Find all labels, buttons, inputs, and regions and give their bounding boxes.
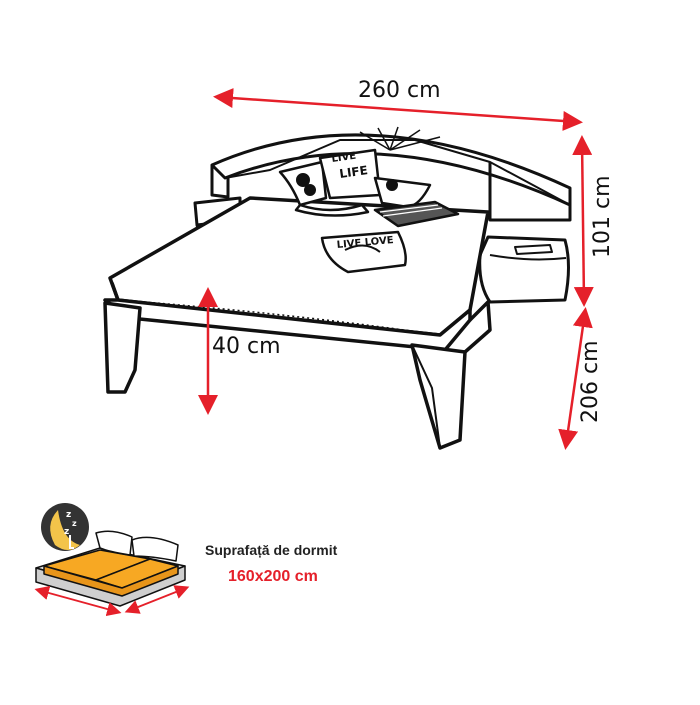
sleeping-surface-caption: Suprafață de dormit xyxy=(205,542,338,558)
svg-text:z: z xyxy=(66,510,71,520)
pillow-text-live-love: LIVE LOVE xyxy=(336,235,394,251)
height-arrow xyxy=(572,135,594,307)
width-arrow xyxy=(213,88,583,131)
book xyxy=(373,200,460,228)
width-label: 260 cm xyxy=(358,78,441,103)
pillow-text-live: LIVE xyxy=(331,151,357,165)
depth-label: 206 cm xyxy=(578,340,603,423)
cushion-front xyxy=(294,203,370,217)
sleeping-surface-value: 160x200 cm xyxy=(228,568,318,585)
height-label: 101 cm xyxy=(590,175,615,258)
bed-frame xyxy=(103,298,492,450)
depth-arrow xyxy=(558,307,593,450)
svg-text:z: z xyxy=(64,527,69,537)
moon-sleep-icon: z z z xyxy=(41,503,89,551)
svg-text:z: z xyxy=(72,519,77,528)
pillow-love xyxy=(320,230,407,274)
headboard xyxy=(210,126,572,222)
sleeping-surface-illustration: z z z xyxy=(34,503,190,617)
bed-height-label: 40 cm xyxy=(212,334,281,359)
right-nightstand xyxy=(478,235,570,304)
dimension-arrows xyxy=(198,88,594,450)
pillow-text-life: LIFE xyxy=(338,163,368,181)
